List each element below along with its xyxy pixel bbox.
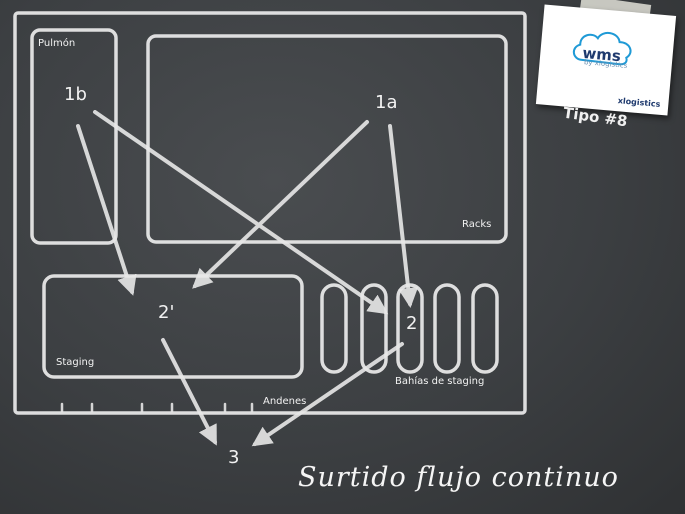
staging-bay-2: [360, 283, 388, 374]
arrow-1b-to-bays: [93, 110, 389, 315]
andenes-label: Andenes: [263, 396, 307, 407]
staging-area: [42, 274, 304, 379]
diagram-title: Surtido flujo continuo: [298, 462, 619, 493]
arrow-2prime-to-3: [161, 338, 217, 446]
staging-bay-1: [320, 283, 348, 374]
point-3: 3: [228, 447, 240, 468]
point-1a: 1a: [375, 92, 398, 113]
racks-label: Racks: [462, 219, 492, 230]
arrow-1b-to-2prime: [76, 124, 137, 296]
staging-label: Staging: [56, 357, 95, 368]
pulmon-area: [30, 28, 118, 245]
arrow-1a-to-2prime: [192, 120, 369, 289]
staging-bay-4: [433, 283, 461, 374]
point-1b: 1b: [64, 84, 87, 105]
racks-area: [146, 34, 508, 244]
wms-cloud-logo-icon: wms: [572, 31, 632, 65]
warehouse-outline: [13, 11, 527, 415]
pulmon-label: Pulmón: [38, 38, 76, 49]
point-2: 2: [406, 313, 418, 334]
staging-bay-3: [396, 283, 424, 374]
arrow-2-to-3: [251, 342, 404, 447]
staging-bay-5: [471, 283, 499, 374]
arrow-1a-to-2: [388, 124, 419, 308]
svg-text:wms: wms: [582, 44, 622, 65]
point-2-prime: 2': [158, 302, 175, 323]
bahias-label: Bahías de staging: [395, 376, 485, 387]
logo-brand: xlogistics: [617, 96, 661, 109]
wms-logo-card: wms by xlogistics xlogistics: [535, 4, 677, 116]
